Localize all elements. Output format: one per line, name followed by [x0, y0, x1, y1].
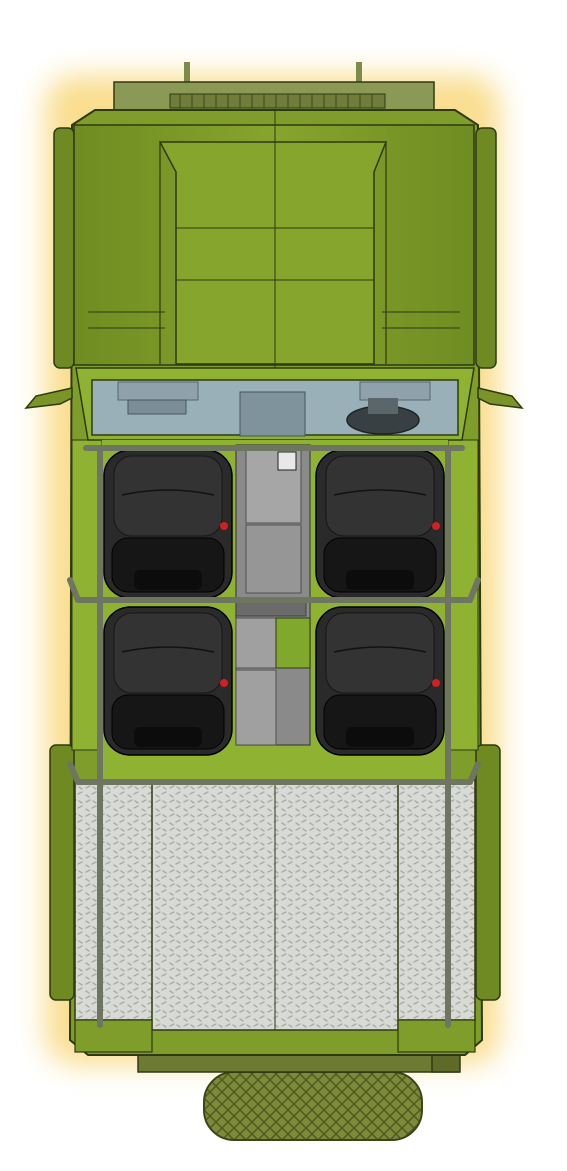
seats — [103, 449, 445, 756]
cargo-bed — [74, 779, 476, 1053]
dashboard — [117, 381, 431, 437]
seat-front-right — [315, 449, 445, 599]
steering-wheel-icon — [346, 398, 420, 435]
windshield — [75, 367, 475, 441]
mirror-right — [477, 387, 524, 409]
seat-rear-right — [315, 606, 445, 756]
seat-light-icon — [432, 522, 440, 530]
front-bumper — [113, 62, 435, 111]
hood — [73, 110, 475, 368]
seat-light-icon — [220, 679, 228, 687]
roll-cage — [67, 445, 481, 1028]
mirror-left — [24, 387, 73, 409]
seat-light-icon — [432, 679, 440, 687]
seat-front-left — [103, 449, 233, 599]
seat-rear-left — [103, 606, 233, 756]
grill — [179, 94, 373, 108]
spare-tire — [203, 1071, 423, 1141]
seat-light-icon — [220, 522, 228, 530]
center-console — [235, 444, 311, 746]
